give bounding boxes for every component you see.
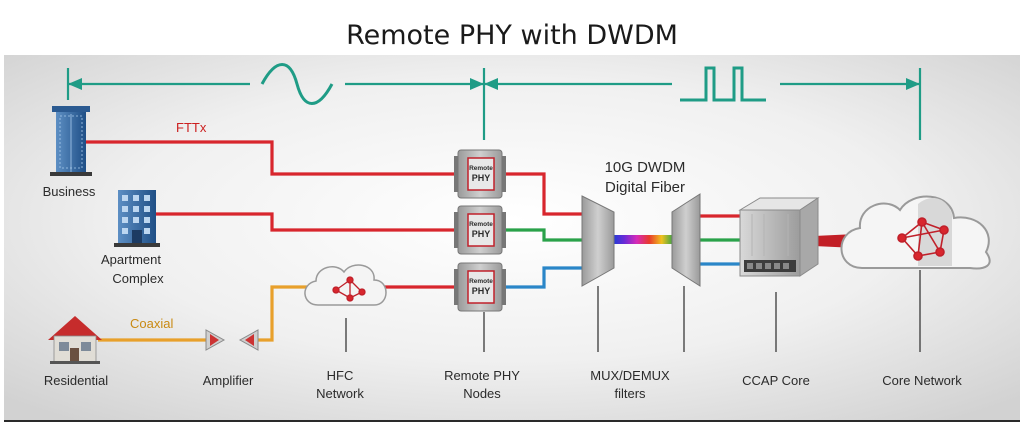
- mux-label-line2: filters: [614, 386, 646, 401]
- hfc-label-line1: HFC: [327, 368, 354, 383]
- node-badge-bottom: PHY: [472, 173, 491, 183]
- hfc-cloud-icon: [304, 264, 387, 306]
- remote-phy-label-line2: Nodes: [463, 386, 501, 401]
- coax-riser-line: [258, 285, 312, 342]
- node-badge-top: Remote: [469, 165, 493, 172]
- diagram-title: Remote PHY with DWDM: [346, 20, 678, 51]
- remote-phy-label-line1: Remote PHY: [444, 368, 520, 383]
- node-badge-top: Remote: [469, 221, 493, 228]
- node3-blue-fiber: [502, 266, 584, 289]
- ccap-core-label: CCAP Core: [742, 373, 810, 388]
- amplifier-label: Amplifier: [203, 373, 254, 388]
- mux-label-line1: MUX/DEMUX: [590, 368, 670, 383]
- ccap-core-icon: [738, 197, 820, 277]
- dwdm-label-line1: 10G DWDM: [605, 159, 686, 176]
- core-network-cloud-icon: [840, 195, 991, 270]
- demux-filter-icon: [671, 193, 701, 287]
- dwdm-label-line2: Digital Fiber: [605, 179, 685, 196]
- node-badge-top: Remote: [469, 278, 493, 285]
- label-leader-lines: [345, 270, 921, 352]
- remote-phy-node-2: Remote PHY: [454, 205, 506, 255]
- digital-pulse-icon: [680, 66, 766, 102]
- node1-red-fiber: [502, 172, 584, 216]
- apartment-label-line1: Apartment: [101, 252, 161, 267]
- business-building-icon: [50, 106, 92, 176]
- residential-label: Residential: [44, 373, 108, 388]
- remote-phy-node-1: Remote PHY: [454, 149, 506, 199]
- node2-green-fiber: [502, 228, 584, 242]
- node-badge-bottom: PHY: [472, 229, 491, 239]
- apartment-building-icon: [114, 190, 160, 247]
- dwdm-rainbow-fiber: [612, 235, 674, 244]
- node-badge-bottom: PHY: [472, 286, 491, 296]
- coaxial-label: Coaxial: [130, 316, 173, 331]
- amplifier-icon: [205, 329, 259, 351]
- house-icon: [48, 316, 102, 364]
- fttx-fiber-line: [86, 140, 458, 176]
- apartment-label-line2: Complex: [112, 271, 164, 286]
- business-label: Business: [43, 184, 96, 199]
- connection-lines: [86, 140, 742, 342]
- core-network-label: Core Network: [882, 373, 962, 388]
- domain-brackets: [66, 63, 922, 140]
- mux-filter-icon: [581, 195, 615, 287]
- remote-phy-node-3: Remote PHY: [454, 262, 506, 312]
- analog-wave-icon: [260, 63, 334, 105]
- hfc-label-line2: Network: [316, 386, 364, 401]
- apartment-fiber-line: [156, 212, 458, 232]
- fttx-label: FTTx: [176, 120, 207, 135]
